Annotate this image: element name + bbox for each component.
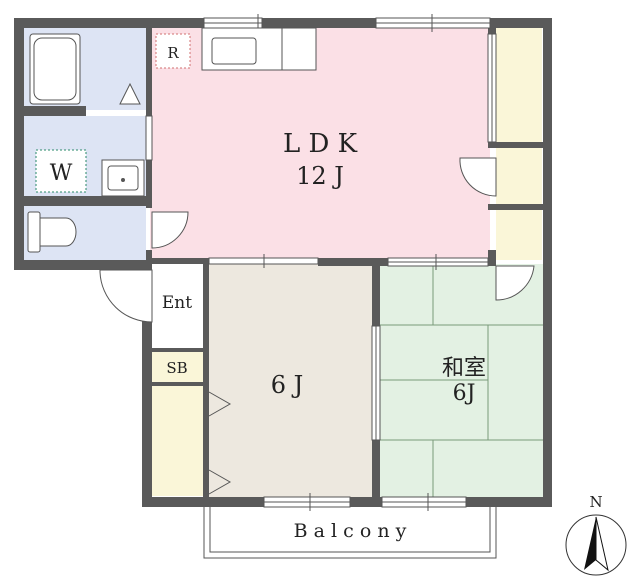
refrigerator-space [155, 33, 191, 69]
toilet [27, 211, 77, 253]
washer-space [35, 149, 87, 193]
closet-west [152, 386, 203, 496]
room-6j-floor [207, 264, 374, 497]
ldk-name: L D K [283, 129, 358, 159]
balcony [203, 507, 497, 559]
north-label: N [589, 493, 602, 511]
shoe-box [152, 352, 203, 382]
entrance-label: Ent [162, 293, 192, 313]
walls [14, 18, 552, 507]
tatami-lines [378, 264, 543, 497]
bathtub [29, 33, 81, 105]
kitchen-counter [201, 27, 317, 71]
closet-east-3 [496, 210, 542, 260]
room-6j-size: 6 J [271, 371, 304, 399]
entrance-floor [152, 264, 203, 352]
shoe-box-label: SB [166, 359, 187, 377]
japanese-room-size: 6J [453, 381, 476, 406]
refrigerator-label: R [167, 44, 179, 62]
balcony-label: B a l c o n y [294, 520, 407, 542]
north-arrow-icon [565, 514, 627, 576]
window-mullions [204, 14, 490, 511]
closet-east-2 [496, 148, 542, 204]
closet-east-1 [496, 28, 542, 142]
wash-basin [101, 159, 145, 197]
washer-label: W [50, 161, 73, 186]
ldk-size: 12 J [296, 162, 344, 190]
sliding-doors [145, 33, 497, 441]
japanese-room-name: 和室 [442, 356, 486, 381]
door-swings [99, 82, 535, 495]
